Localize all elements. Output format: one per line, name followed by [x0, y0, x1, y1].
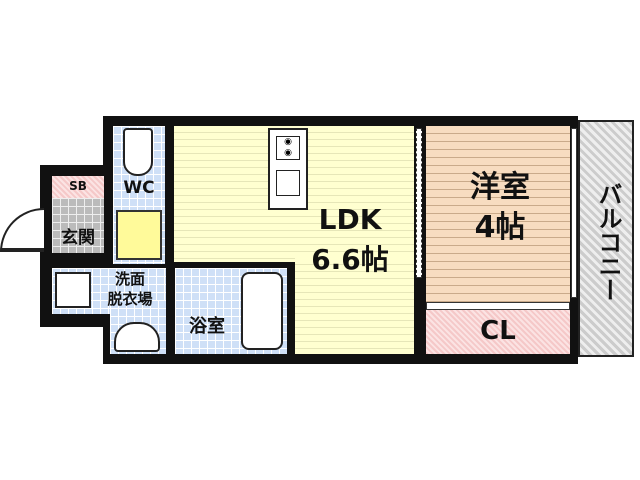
storage-sb: SB [52, 176, 104, 198]
toilet-icon [123, 128, 153, 176]
washroom-label-line2: 脱衣場 [107, 290, 153, 308]
window[interactable] [571, 128, 577, 298]
washbasin-icon [114, 322, 160, 352]
bathroom: 浴室 [175, 268, 287, 354]
closet-door[interactable] [426, 302, 570, 310]
closet-label: CL [480, 316, 516, 346]
wc-door-area [116, 210, 162, 260]
western-size-label: 4帖 [474, 210, 526, 245]
sb-label: SB [69, 179, 87, 193]
balcony: バルコニー [578, 120, 634, 357]
closet: CL [426, 310, 570, 354]
ldk-label: LDK [318, 203, 382, 236]
balcony-label: バルコニー [594, 182, 622, 302]
stove-icon: ◉◉ [276, 136, 300, 160]
bathtub-icon [241, 272, 283, 350]
sliding-door[interactable] [416, 128, 422, 278]
western-room [426, 126, 570, 302]
entrance-label: 玄関 [61, 228, 95, 248]
bath-label: 浴室 [189, 316, 225, 337]
ldk-size-label: 6.6帖 [311, 243, 389, 276]
sink-icon [276, 170, 300, 196]
washroom-label-line1: 洗面 [114, 270, 145, 288]
entrance: 玄関 [52, 198, 104, 253]
wc-label: WC [123, 178, 155, 198]
entrance-door-icon[interactable] [0, 208, 44, 252]
kitchen-counter: ◉◉ [268, 128, 308, 210]
washing-machine-icon [55, 272, 91, 308]
western-label: 洋室 [470, 170, 530, 205]
ldk-room-lower [295, 258, 414, 354]
